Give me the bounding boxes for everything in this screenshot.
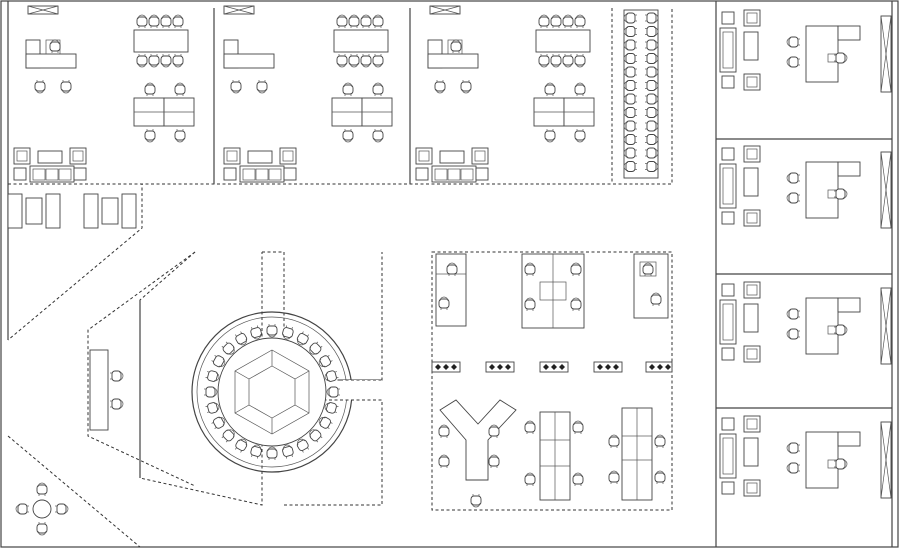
storage-marker [497,364,503,370]
chair [644,39,659,51]
chair [623,12,638,24]
chair [644,66,659,78]
storage-marker [649,364,655,370]
private-office-4 [720,416,891,498]
chair [623,120,638,132]
chair [326,386,341,398]
round-conference-table [191,311,353,473]
chair [644,26,659,37]
storage-marker [443,364,449,370]
conference-strip [623,9,659,179]
chair [644,53,659,64]
chair [623,53,638,64]
reception-seating [7,193,137,229]
bench-workstation-1 [524,411,584,501]
chair [644,147,659,159]
top-zone-boundary [8,8,673,185]
chair [204,369,221,384]
storage-marker [613,364,619,370]
chair [623,66,638,78]
chair [623,93,638,105]
workstation-room-1 [14,5,194,182]
chair [280,324,295,341]
chair [203,386,218,398]
chair [266,446,278,461]
storage-units [431,361,673,373]
chair [266,323,278,338]
storage-marker [551,364,557,370]
chair [644,93,659,105]
open-workstations [435,253,669,329]
chair [623,147,638,159]
workstation-room-2 [224,5,392,182]
info-desk [89,349,124,431]
reception-zone [7,183,143,341]
workstation-room-3 [416,5,594,182]
chair [623,161,638,172]
lounge-zone-boundary [7,435,141,548]
storage-marker [543,364,549,370]
chair [644,134,659,145]
chair [249,443,264,460]
chair [623,107,638,118]
chair [623,134,638,145]
lobby-boundary [87,251,196,487]
chair [644,161,659,172]
chair [280,443,295,460]
storage-marker [605,364,611,370]
storage-marker [489,364,495,370]
chair [323,400,340,415]
chair [204,400,221,415]
chair [644,107,659,118]
open-office-boundary [431,251,673,511]
lounge-table [15,482,69,536]
storage-marker [505,364,511,370]
chair [644,12,659,24]
private-office-2 [720,146,891,228]
y-shaped-workstation [438,399,517,508]
storage-marker [451,364,457,370]
chair [323,369,340,384]
chair [623,80,638,91]
private-office-3 [720,282,891,364]
storage-marker [559,364,565,370]
private-office-1 [720,10,891,92]
chair [249,324,264,341]
storage-marker [657,364,663,370]
storage-marker [597,364,603,370]
chair [623,39,638,51]
storage-marker [435,364,441,370]
storage-marker [665,364,671,370]
chair [644,120,659,132]
chair [644,80,659,91]
bench-workstation-2 [608,407,666,501]
chair [623,26,638,37]
